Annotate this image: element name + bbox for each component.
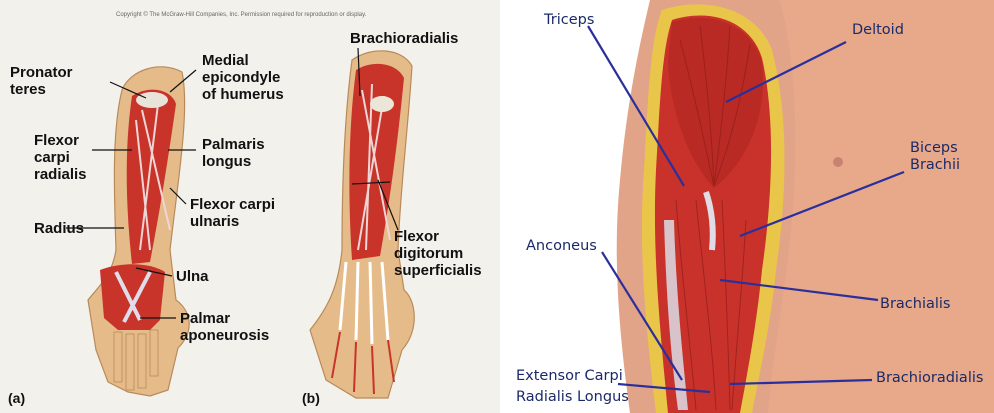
label-biceps-brachii: Biceps Brachii [910,140,960,174]
label-pronator-teres: Pronator teres [10,64,73,98]
figure-label-a: (a) [8,390,25,406]
label-triceps: Triceps [544,12,594,29]
label-palmaris-longus: Palmaris longus [202,136,265,170]
upper-arm-diagram-panel: Triceps Deltoid Biceps Brachii Anconeus … [500,0,994,413]
label-deltoid: Deltoid [852,22,904,39]
forearm-diagram-panel: Copyright © The McGraw-Hill Companies, I… [0,0,500,413]
label-flexor-carpi-ulnaris: Flexor carpi ulnaris [190,196,275,230]
label-extensor-carpi-radialis-longus: Extensor Carpi Radialis Longus [516,368,629,406]
label-ulna: Ulna [176,268,209,285]
label-medial-epicondyle: Medial epicondyle of humerus [202,52,284,103]
copyright-notice: Copyright © The McGraw-Hill Companies, I… [116,12,366,18]
label-flexor-carpi-radialis: Flexor carpi radialis [34,132,87,183]
label-brachialis: Brachialis [880,296,950,313]
label-flexor-digitorum: Flexor digitorum superficialis [394,228,482,279]
label-anconeus: Anconeus [526,238,597,255]
label-radius: Radius [34,220,84,237]
label-palmar-aponeurosis: Palmar aponeurosis [180,310,269,344]
label-brachioradialis-b: Brachioradialis [350,30,458,47]
figure-label-b: (b) [302,390,320,406]
upper-arm-illustration [500,0,994,413]
label-brachioradialis: Brachioradialis [876,370,983,387]
